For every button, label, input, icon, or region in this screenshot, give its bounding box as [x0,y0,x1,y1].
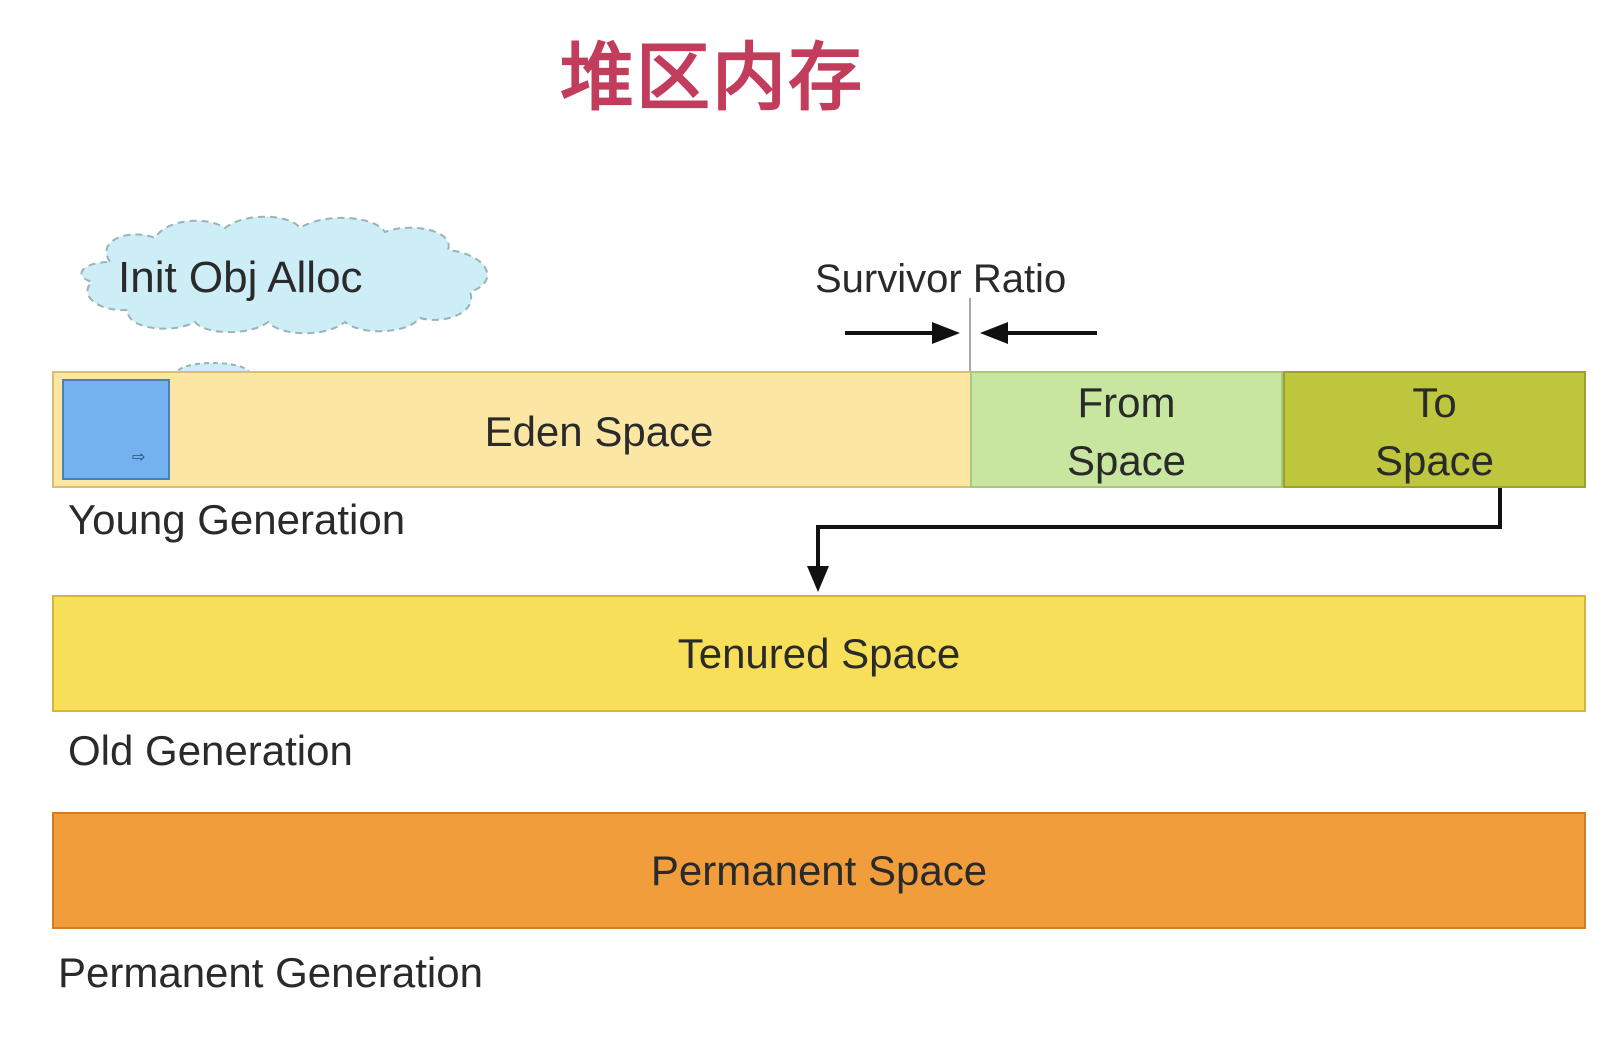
to-space-block: To Space [1283,371,1586,488]
from-space-block: From Space [970,371,1283,488]
allocated-object-block: ⇨ [62,379,170,480]
tenured-space-label: Tenured Space [677,629,961,677]
left-arrow-icon [980,322,1097,344]
right-arrow-icon [845,322,960,344]
eden-space-label: Eden Space [484,408,714,455]
old-generation-label: Old Generation [68,727,353,774]
eden-space-block: ⇨ Eden Space [52,371,972,488]
page-title: 堆区内存 [560,35,864,121]
promotion-arrow-icon [807,488,1502,592]
from-space-label-line2: Space [1066,436,1187,484]
survivor-ratio-label: Survivor Ratio [815,257,1067,301]
from-space-label-line1: From [1077,378,1176,426]
to-space-label-line2: Space [1374,436,1495,484]
permanent-generation-label: Permanent Generation [58,949,483,996]
tenured-space-block: Tenured Space [52,595,1586,712]
cloud-icon [80,215,489,335]
permanent-space-label: Permanent Space [650,846,988,894]
to-space-label-line1: To [1412,378,1457,426]
permanent-space-block: Permanent Space [52,812,1586,929]
young-generation-label: Young Generation [68,496,406,543]
init-obj-alloc-label: Init Obj Alloc [118,253,363,302]
small-arrow-icon: ⇨ [132,449,146,466]
